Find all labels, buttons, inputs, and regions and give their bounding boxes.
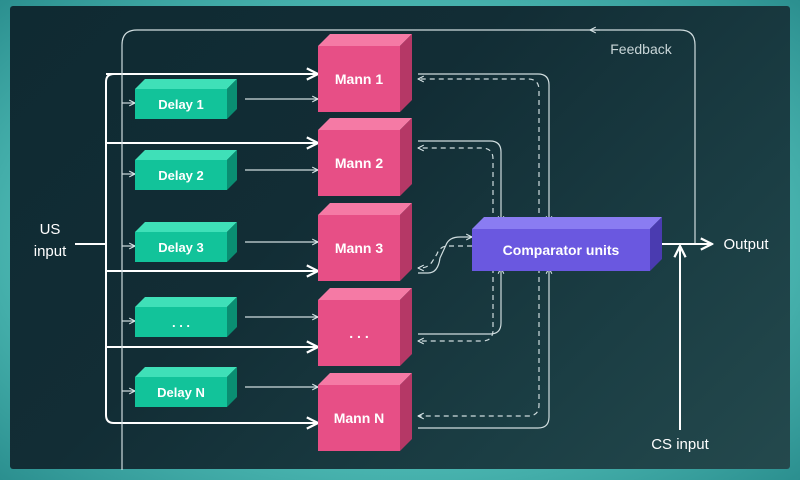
comparator-block-side [650,217,662,271]
delay-block-2-top [135,150,237,160]
delay-block-2: Delay 2 [135,150,237,190]
blocks: Delay 1 Delay 2 Delay 3 . . . Delay N Mann 1 M… [135,34,662,451]
delay-block-1-side [227,79,237,119]
delay-block-4-side [227,297,237,337]
delay-block-2-side [227,150,237,190]
mann-block-4: . . . [318,288,412,366]
mann-2-to-comparator [418,140,501,222]
delay-block-2-label: Delay 2 [158,168,204,183]
mann-block-1-top [318,34,412,46]
delay-block-3-top [135,222,237,232]
mann-block-2-top [318,118,412,130]
comparator-to-mann-1 [418,79,540,222]
delay-block-1-label: Delay 1 [158,97,204,112]
delay-block-4-front [135,307,227,337]
mann-block-4-side [400,288,412,366]
comparator-to-mann-n [418,268,540,416]
mann-block-1-front [318,46,400,112]
comparator-to-mann-2 [418,148,494,222]
mann-block-2-front [318,130,400,196]
us-input-label-line1: US [40,221,61,238]
comparator-block-label: Comparator units [503,242,620,258]
delay-block-4: . . . [135,297,237,337]
cs-input-label: CS input [651,436,709,453]
delay-block-2-front [135,160,227,190]
feedback-loop [121,29,696,470]
mann-block-3-side [400,203,412,281]
mann-block-5-side [400,373,412,451]
mann-block-1-label: Mann 1 [335,71,383,87]
comparator-block: Comparator units [472,217,662,271]
delay-block-5: Delay N [135,367,237,407]
mann-block-3-top [318,203,412,215]
delay-block-3: Delay 3 [135,222,237,262]
mann-block-5: Mann N [318,373,412,451]
mann-block-3: Mann 3 [318,203,412,281]
delay-block-5-side [227,367,237,407]
delay-block-5-label: Delay N [157,385,205,400]
delay-block-4-label: . . . [172,315,190,330]
mann-block-5-label: Mann N [334,410,385,426]
feedback-label: Feedback [610,41,672,57]
delay-block-3-label: Delay 3 [158,240,204,255]
mann-3-to-comparator [418,237,472,274]
comparator-block-front [472,229,650,271]
delay-block-1-top [135,79,237,89]
delay-block-3-front [135,232,227,262]
mann-block-1: Mann 1 [318,34,412,112]
us-input-label-line2: input [34,243,67,260]
mann-block-1-side [400,34,412,112]
comparator-block-top [472,217,662,229]
mann-block-3-label: Mann 3 [335,240,383,256]
connection-lines [75,30,712,470]
mann-block-2-label: Mann 2 [335,155,383,171]
output-label: Output [723,236,769,253]
mann-1-to-comparator [418,73,549,222]
comparator-to-mann-3 [418,245,472,268]
mann-block-5-top [318,373,412,385]
mann-block-2-side [400,118,412,196]
delay-block-5-front [135,377,227,407]
delay-block-5-top [135,367,237,377]
mann-block-2: Mann 2 [318,118,412,196]
comparator-to-mann-ellipsis [418,268,494,341]
delay-block-4-top [135,297,237,307]
mann-n-to-comparator [418,268,549,429]
delay-block-1-front [135,89,227,119]
mann-block-4-top [318,288,412,300]
delay-block-3-side [227,222,237,262]
delay-block-1: Delay 1 [135,79,237,119]
mann-block-4-front [318,300,400,366]
mann-block-5-front [318,385,400,451]
mann-block-4-label: . . . [349,325,368,341]
mann-block-3-front [318,215,400,281]
mann-ellipsis-to-comparator [418,268,501,335]
